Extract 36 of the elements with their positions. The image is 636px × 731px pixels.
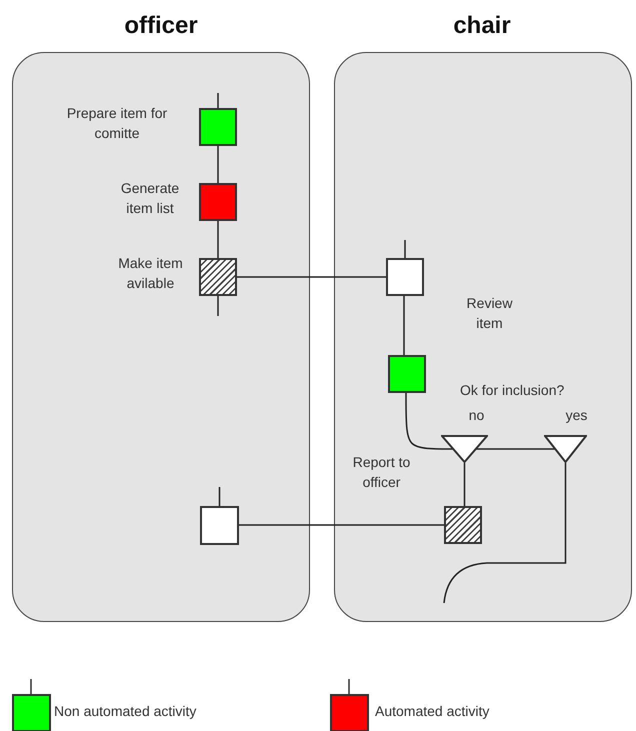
connector-line bbox=[217, 296, 219, 316]
activity-label: Report to officer bbox=[352, 452, 412, 492]
connector-line bbox=[476, 448, 555, 450]
legend-label: Non automated activity bbox=[54, 702, 196, 721]
activity-label: Review item bbox=[466, 294, 514, 332]
connector-line bbox=[405, 393, 453, 450]
connector-line bbox=[239, 524, 444, 526]
activity-box bbox=[386, 258, 424, 296]
activity-box bbox=[200, 506, 238, 544]
hatched-activity-box bbox=[444, 506, 482, 544]
automated-activity-box bbox=[198, 182, 236, 220]
connector-line bbox=[217, 146, 219, 183]
lane-title: officer bbox=[123, 12, 199, 40]
hatched-activity-box bbox=[198, 258, 236, 296]
connector-line bbox=[404, 240, 406, 258]
manual-activity-box bbox=[388, 354, 426, 392]
activity-label: Generate item list bbox=[120, 178, 180, 218]
connector-line bbox=[217, 221, 219, 258]
manual-activity-box bbox=[198, 108, 236, 146]
lane-title: chair bbox=[452, 12, 512, 40]
activity-label: no bbox=[468, 406, 486, 424]
connector-line bbox=[443, 463, 566, 604]
decision-triangle bbox=[440, 434, 488, 462]
connector-line bbox=[464, 463, 466, 506]
question-label: Ok for inclusion? bbox=[460, 381, 564, 400]
activity-label: Prepare item for comitte bbox=[66, 104, 168, 142]
legend-label: Automated activity bbox=[375, 702, 490, 721]
swimlane bbox=[12, 52, 310, 622]
decision-triangle bbox=[544, 434, 586, 462]
connector-line bbox=[237, 276, 386, 278]
connector-line bbox=[217, 93, 219, 108]
activity-label: Make item avilable bbox=[117, 254, 184, 292]
connector-line bbox=[218, 487, 220, 506]
swimlane bbox=[334, 52, 632, 622]
activity-label: yes bbox=[564, 406, 588, 424]
connector-line bbox=[403, 296, 405, 355]
